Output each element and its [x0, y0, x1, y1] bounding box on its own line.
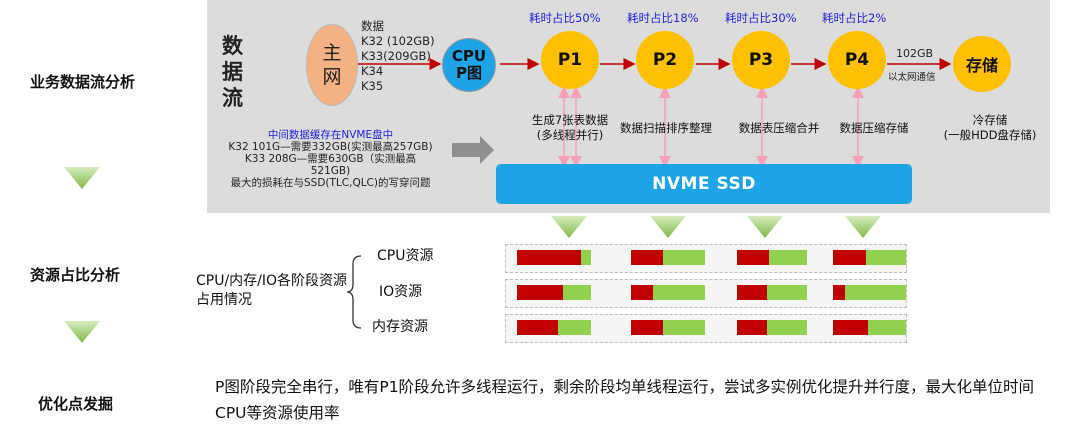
- usage-bar-free: [868, 320, 906, 335]
- stage-desc: 数据表压缩合并: [738, 121, 820, 135]
- cpu-node: CPU P图: [442, 38, 496, 92]
- data-list-item: K33(209GB): [361, 49, 431, 63]
- stage-name: P2: [652, 50, 678, 70]
- dataflow-title: 数据流: [222, 34, 243, 110]
- stage-desc: 数据压缩存储: [839, 121, 909, 135]
- cache-note-line: K33 208G—需要630GB（实测最高521GB): [244, 153, 417, 177]
- stage-p3-node: P3: [732, 31, 790, 89]
- resource-row-label: CPU资源: [377, 248, 434, 264]
- usage-bar-used: [833, 320, 869, 335]
- stage-desc: 数据扫描排序整理: [620, 121, 712, 135]
- stage-desc: 生成7张表数据 (多线程并行): [531, 113, 609, 142]
- usage-bar: [833, 285, 906, 300]
- usage-bar-free: [865, 250, 906, 265]
- row-label-resource: 资源占比分析: [30, 266, 121, 284]
- usage-bar-used: [737, 320, 768, 335]
- usage-bar: [517, 250, 591, 265]
- resource-row-label: 内存资源: [372, 319, 428, 335]
- stage-name: P4: [844, 50, 870, 70]
- cache-note: 中间数据缓存在NVME盘中 K32 101G—需要332GB(实测最高257GB…: [213, 129, 448, 189]
- usage-bar-used: [517, 285, 563, 300]
- usage-bar: [737, 250, 807, 265]
- usage-bar-used: [631, 250, 663, 265]
- transfer-medium: 以太网通信: [888, 72, 936, 83]
- optimize-text: P图阶段完全串行，唯有P1阶段允许多线程运行，剩余阶段均单线程运行，尝试多实例优…: [215, 378, 1035, 422]
- cache-note-line: 最大的损耗在与SSD(TLC,QLC)的写穿问题: [230, 177, 431, 189]
- stage-p2-node: P2: [636, 31, 694, 89]
- storage-desc: 冷存储 (一般HDD盘存储): [943, 113, 1037, 142]
- data-list-item: K35: [361, 79, 384, 93]
- row-label-flow: 业务数据流分析: [30, 73, 136, 91]
- usage-bar-free: [662, 320, 705, 335]
- usage-bar: [517, 285, 591, 300]
- resource-bracket-text: CPU/内存/IO各阶段资源占用情况: [196, 273, 348, 308]
- usage-bar-free: [580, 250, 591, 265]
- resource-band: [505, 279, 907, 308]
- storage-label: 存储: [965, 56, 998, 75]
- data-list-item: K34: [361, 64, 384, 78]
- nvme-ssd-bar: NVME SSD: [496, 164, 912, 204]
- usage-bar-used: [737, 285, 768, 300]
- usage-bar: [833, 320, 906, 335]
- stage-time-share: 耗时占比18%: [627, 11, 699, 25]
- usage-bar: [737, 320, 807, 335]
- transfer-size: 102GB: [896, 47, 934, 60]
- usage-bar-free: [768, 250, 807, 265]
- cpu-label: CPU P图: [451, 47, 487, 82]
- cache-note-title: 中间数据缓存在NVME盘中: [267, 129, 394, 141]
- resource-row-label: IO资源: [379, 284, 423, 300]
- cache-note-line: K32 101G—需要332GB(实测最高257GB): [228, 141, 433, 153]
- usage-bar: [833, 250, 906, 265]
- data-list-item: K32 (102GB): [361, 34, 435, 48]
- chevron-down-icon: [845, 216, 881, 238]
- usage-bar-used: [833, 285, 846, 300]
- usage-bar: [631, 320, 705, 335]
- stage-name: P1: [557, 50, 583, 70]
- usage-bar-free: [767, 285, 807, 300]
- usage-bar: [631, 285, 705, 300]
- stage-time-share: 耗时占比2%: [822, 11, 887, 25]
- chevron-down-icon: [650, 216, 686, 238]
- flow-arrows: [358, 58, 952, 168]
- row-label-optimize: 优化点发掘: [38, 395, 114, 413]
- usage-bar-free: [562, 285, 591, 300]
- usage-bar: [517, 320, 591, 335]
- usage-bar-free: [767, 320, 807, 335]
- chevron-down-icon: [747, 216, 783, 238]
- stage-p1-node: P1: [541, 31, 599, 89]
- chevron-down-icon: [64, 321, 100, 343]
- usage-bar-used: [517, 250, 581, 265]
- data-list: 数据 K32 (102GB) K33(209GB) K34 K35: [361, 19, 435, 94]
- usage-bar-used: [737, 250, 769, 265]
- stage-time-share: 耗时占比30%: [725, 11, 797, 25]
- storage-node: 存储: [953, 36, 1011, 92]
- source-label: 主网: [322, 42, 342, 88]
- usage-bar-used: [517, 320, 559, 335]
- usage-bar-used: [833, 250, 866, 265]
- usage-bar-free: [845, 285, 906, 300]
- stage-p4-node: P4: [828, 31, 886, 89]
- data-list-item: 数据: [361, 19, 384, 33]
- usage-bar-free: [558, 320, 591, 335]
- source-network-node: 主网: [306, 24, 358, 106]
- usage-bar: [737, 285, 807, 300]
- chevron-down-icon: [64, 167, 100, 189]
- stage-time-share: 耗时占比50%: [529, 11, 601, 25]
- usage-bar-used: [631, 320, 663, 335]
- usage-bar-used: [631, 285, 654, 300]
- chevron-down-icon: [551, 216, 587, 238]
- usage-bar: [631, 250, 705, 265]
- bracket-shape: [346, 255, 362, 329]
- usage-bar-free: [662, 250, 705, 265]
- stage-name: P3: [748, 50, 774, 70]
- usage-bar-free: [653, 285, 705, 300]
